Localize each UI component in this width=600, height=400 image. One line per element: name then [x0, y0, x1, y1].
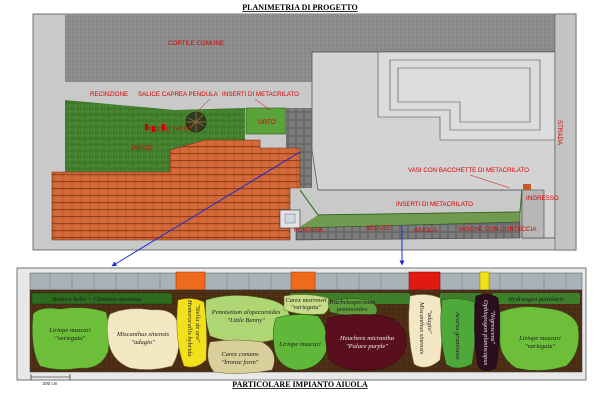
plant-label-ophiopogon-a: Ophiopogon planiscapus — [482, 300, 489, 366]
plant-label-hemerocallis-b: "Stella de oro" — [194, 304, 201, 343]
plant-miscanthus-2 — [408, 294, 443, 368]
label-sedute: SEDUTE — [366, 225, 391, 232]
plant-label-carex2-b: "bronze form" — [222, 359, 259, 366]
plant-label-ophiopogon-b: "Nigrescens" — [489, 310, 496, 344]
plant-label-miscanthus1-b: "adagio" — [131, 339, 155, 346]
bed-detail: Hedera helix + Clematis montana Liriope … — [16, 267, 587, 386]
label-ingresso: INGRESSO — [526, 195, 559, 202]
plant-carex-comans — [207, 339, 275, 374]
scale-label: 200 cm — [43, 381, 58, 386]
entrance-area — [521, 189, 545, 239]
label-cortile: CORTILE COMUNE — [168, 40, 224, 47]
plant-label-miscanthus2-a: Miscanthus sinensis — [418, 301, 425, 355]
label-strada: STRADA — [556, 120, 563, 146]
label-vasi: VASI CON BACCHETTE DI METACRILATO — [408, 167, 529, 174]
plant-label-carex1-a: Carex morrowii — [285, 297, 326, 304]
detail-title: PARTICOLARE IMPIANTO AIUOLA — [232, 380, 368, 389]
label-inserti-top: INSERTI DI METACRILATO — [222, 91, 299, 98]
orto-bed — [245, 107, 287, 135]
label-salice: SALICE CAPREA PENDULA — [138, 91, 219, 98]
plant-label-liriope3-a: Liriope muscari — [518, 335, 561, 342]
plant-label-liriope2: Liriope muscari — [278, 341, 321, 348]
tiled-area — [51, 139, 301, 241]
label-aiuola: AIUOLA — [414, 227, 438, 234]
plant-acorus — [440, 298, 476, 369]
label-vasche: VASCHE CON CORTECCIA — [458, 226, 537, 233]
plant-label-liriope1-a: Liriope muscari — [48, 327, 91, 334]
plan-title: PLANIMETRIA DI PROGETTO — [242, 3, 357, 12]
courtyard-gravel — [65, 14, 555, 82]
plant-hemerocallis — [176, 298, 207, 368]
plant-label-carex2-a: Carex comans — [221, 351, 259, 358]
label-piccoli-frutti: PICCOLI FRUTTI — [146, 126, 195, 133]
plant-liriope-3 — [499, 306, 579, 371]
plant-ophiopogon — [474, 294, 500, 371]
plant-label-trachelo-b: jasminoides — [335, 306, 368, 313]
plant-label-pennisetum-b: "Little Bunny" — [227, 317, 265, 324]
plant-label-hydrangea: Hydrangea petiolaris — [507, 296, 564, 303]
plant-carex-morrowii — [283, 294, 330, 315]
label-fontana: FONTANA — [294, 227, 324, 234]
label-prato: PRATO — [132, 145, 153, 152]
plant-label-liriope1-b: "variegata" — [55, 335, 86, 342]
scale-bar: 200 cm — [30, 374, 71, 386]
plant-label-carex1-b: "variegata" — [291, 304, 322, 311]
plant-label-miscanthus1-a: Miscanthus sinensis — [116, 331, 170, 338]
plant-label-miscanthus2-b: "adagio" — [426, 310, 433, 334]
detail-arrow-left — [111, 151, 301, 267]
plant-liriope-2 — [273, 314, 328, 371]
label-recinzione: RECINZIONE — [90, 91, 128, 98]
plant-label-acorus: Acorus gramineus — [454, 311, 461, 360]
willow-tree-icon — [185, 111, 207, 133]
plant-label-trachelo-a: Trachelospermum — [329, 299, 376, 306]
plant-label-pennisetum-a: Pennisetum alopecuroides — [211, 309, 281, 316]
plant-heuchera — [325, 314, 407, 371]
site-plan: CORTILE COMUNE RECINZIONE SALICE CAPREA … — [32, 13, 577, 251]
plant-label-heuchera-b: "Palace purple" — [346, 343, 388, 350]
plant-label-liriope3-b: "variegata" — [525, 343, 556, 350]
plant-miscanthus-1 — [107, 308, 180, 370]
plant-label-heuchera-a: Heuchera micrantha — [339, 335, 394, 342]
plant-label-hemerocallis-a: Hemerocallis hybrida — [186, 299, 193, 357]
label-orto: ORTO — [258, 119, 276, 126]
plant-liriope-1 — [32, 307, 110, 370]
label-inserti-bottom: INSERTI DI METACRILATO — [396, 201, 473, 208]
plant-label-hedera: Hedera helix + Clematis montana — [51, 296, 141, 303]
